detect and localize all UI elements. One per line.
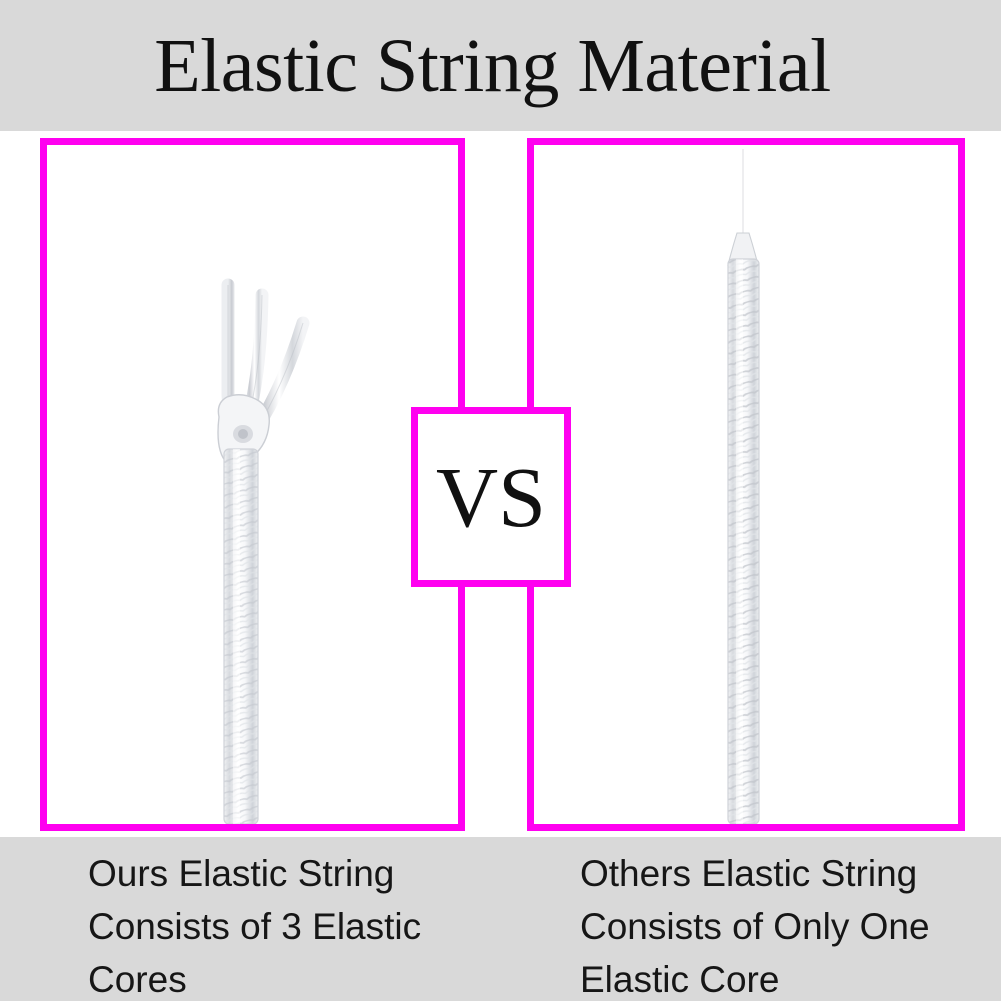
caption-band: Ours Elastic String Consists of 3 Elasti… (0, 837, 1001, 1001)
others-caption: Others Elastic String Consists of Only O… (580, 853, 930, 1000)
page-title: Elastic String Material (154, 23, 831, 108)
vs-badge: VS (411, 407, 571, 587)
ours-caption: Ours Elastic String Consists of 3 Elasti… (88, 853, 422, 1000)
header-band: Elastic String Material (0, 0, 1001, 131)
ours-elastic-string-image (217, 278, 310, 824)
ours-panel (40, 138, 465, 831)
comparison-stage: VS (0, 131, 1001, 837)
others-panel (527, 138, 965, 831)
others-elastic-string-image (727, 145, 760, 824)
vs-label: VS (436, 449, 546, 545)
